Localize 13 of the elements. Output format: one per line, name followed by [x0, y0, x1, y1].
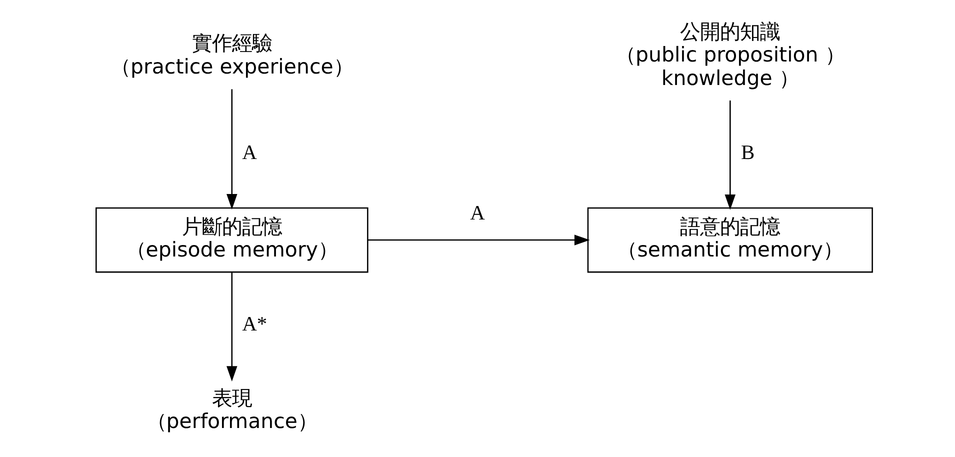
node-box: 語意的記憶 （semantic memory）	[587, 207, 873, 273]
arrow	[226, 272, 238, 382]
edge-label: B	[741, 142, 755, 164]
node-text: 表現 （performance）	[146, 386, 318, 434]
arrow	[724, 100, 736, 210]
arrow	[368, 234, 590, 246]
node-box: 片斷的記憶 （episode memory）	[96, 207, 368, 273]
edge-label: A	[242, 142, 257, 164]
node-text: 公開的知識 （public proposition ） knowledge ）	[615, 20, 845, 90]
edge-label: A*	[242, 314, 268, 336]
arrow	[226, 89, 238, 210]
edge-label: A	[470, 202, 485, 224]
node-text: 實作經驗 （practice experience）	[110, 31, 354, 78]
